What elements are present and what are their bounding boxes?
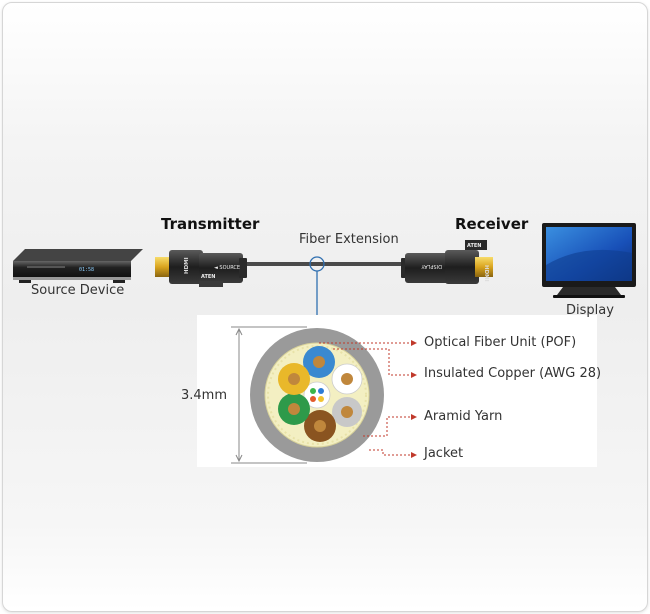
source-device-label: Source Device	[31, 283, 125, 298]
receiver-label: Receiver	[455, 215, 529, 233]
display-label: Display	[566, 303, 614, 318]
display-monitor-icon	[542, 223, 636, 298]
insulated-copper-label: Insulated Copper (AWG 28)	[424, 366, 602, 381]
receiver-connector: DISPLAY ATEN HDMI	[401, 240, 493, 284]
cross-section-canvas	[231, 326, 417, 464]
callout-arrows	[319, 342, 411, 456]
rx-brand-label: ATEN	[467, 243, 482, 249]
aramid-yarn-label: Aramid Yarn	[424, 409, 503, 424]
tx-source-label: ◄ SOURCE	[214, 265, 240, 271]
callout-arrowheads	[411, 340, 417, 458]
fiber-extension-label: Fiber Extension	[299, 232, 399, 247]
callout-aramid-yarn-line	[363, 416, 411, 437]
source-device-icon: 01:58	[13, 249, 143, 283]
tx-hdmi-logo: HDMI	[184, 257, 190, 274]
diameter-dimension-marker	[231, 326, 307, 464]
diameter-label: 3.4mm	[181, 388, 228, 403]
transmitter-label: Transmitter	[161, 215, 260, 233]
rx-hdmi-logo: HDMI	[483, 265, 489, 282]
player-display-readout: 01:58	[79, 267, 94, 273]
callout-jacket-line	[369, 449, 411, 456]
callout-insulated-copper-line	[333, 348, 411, 376]
tx-brand-label: ATEN	[201, 274, 216, 280]
rx-display-label: DISPLAY	[421, 263, 442, 269]
optical-fiber-unit-label: Optical Fiber Unit (POF)	[424, 335, 577, 350]
diagram-canvas: 01:58 HDMI ◄ SOURCE ATEN DISPLAY	[13, 223, 636, 325]
optical-fiber-core	[303, 381, 331, 409]
transmitter-connector: HDMI ◄ SOURCE ATEN	[155, 250, 247, 287]
jacket-label: Jacket	[424, 446, 464, 461]
cable-cross-section	[250, 328, 384, 462]
